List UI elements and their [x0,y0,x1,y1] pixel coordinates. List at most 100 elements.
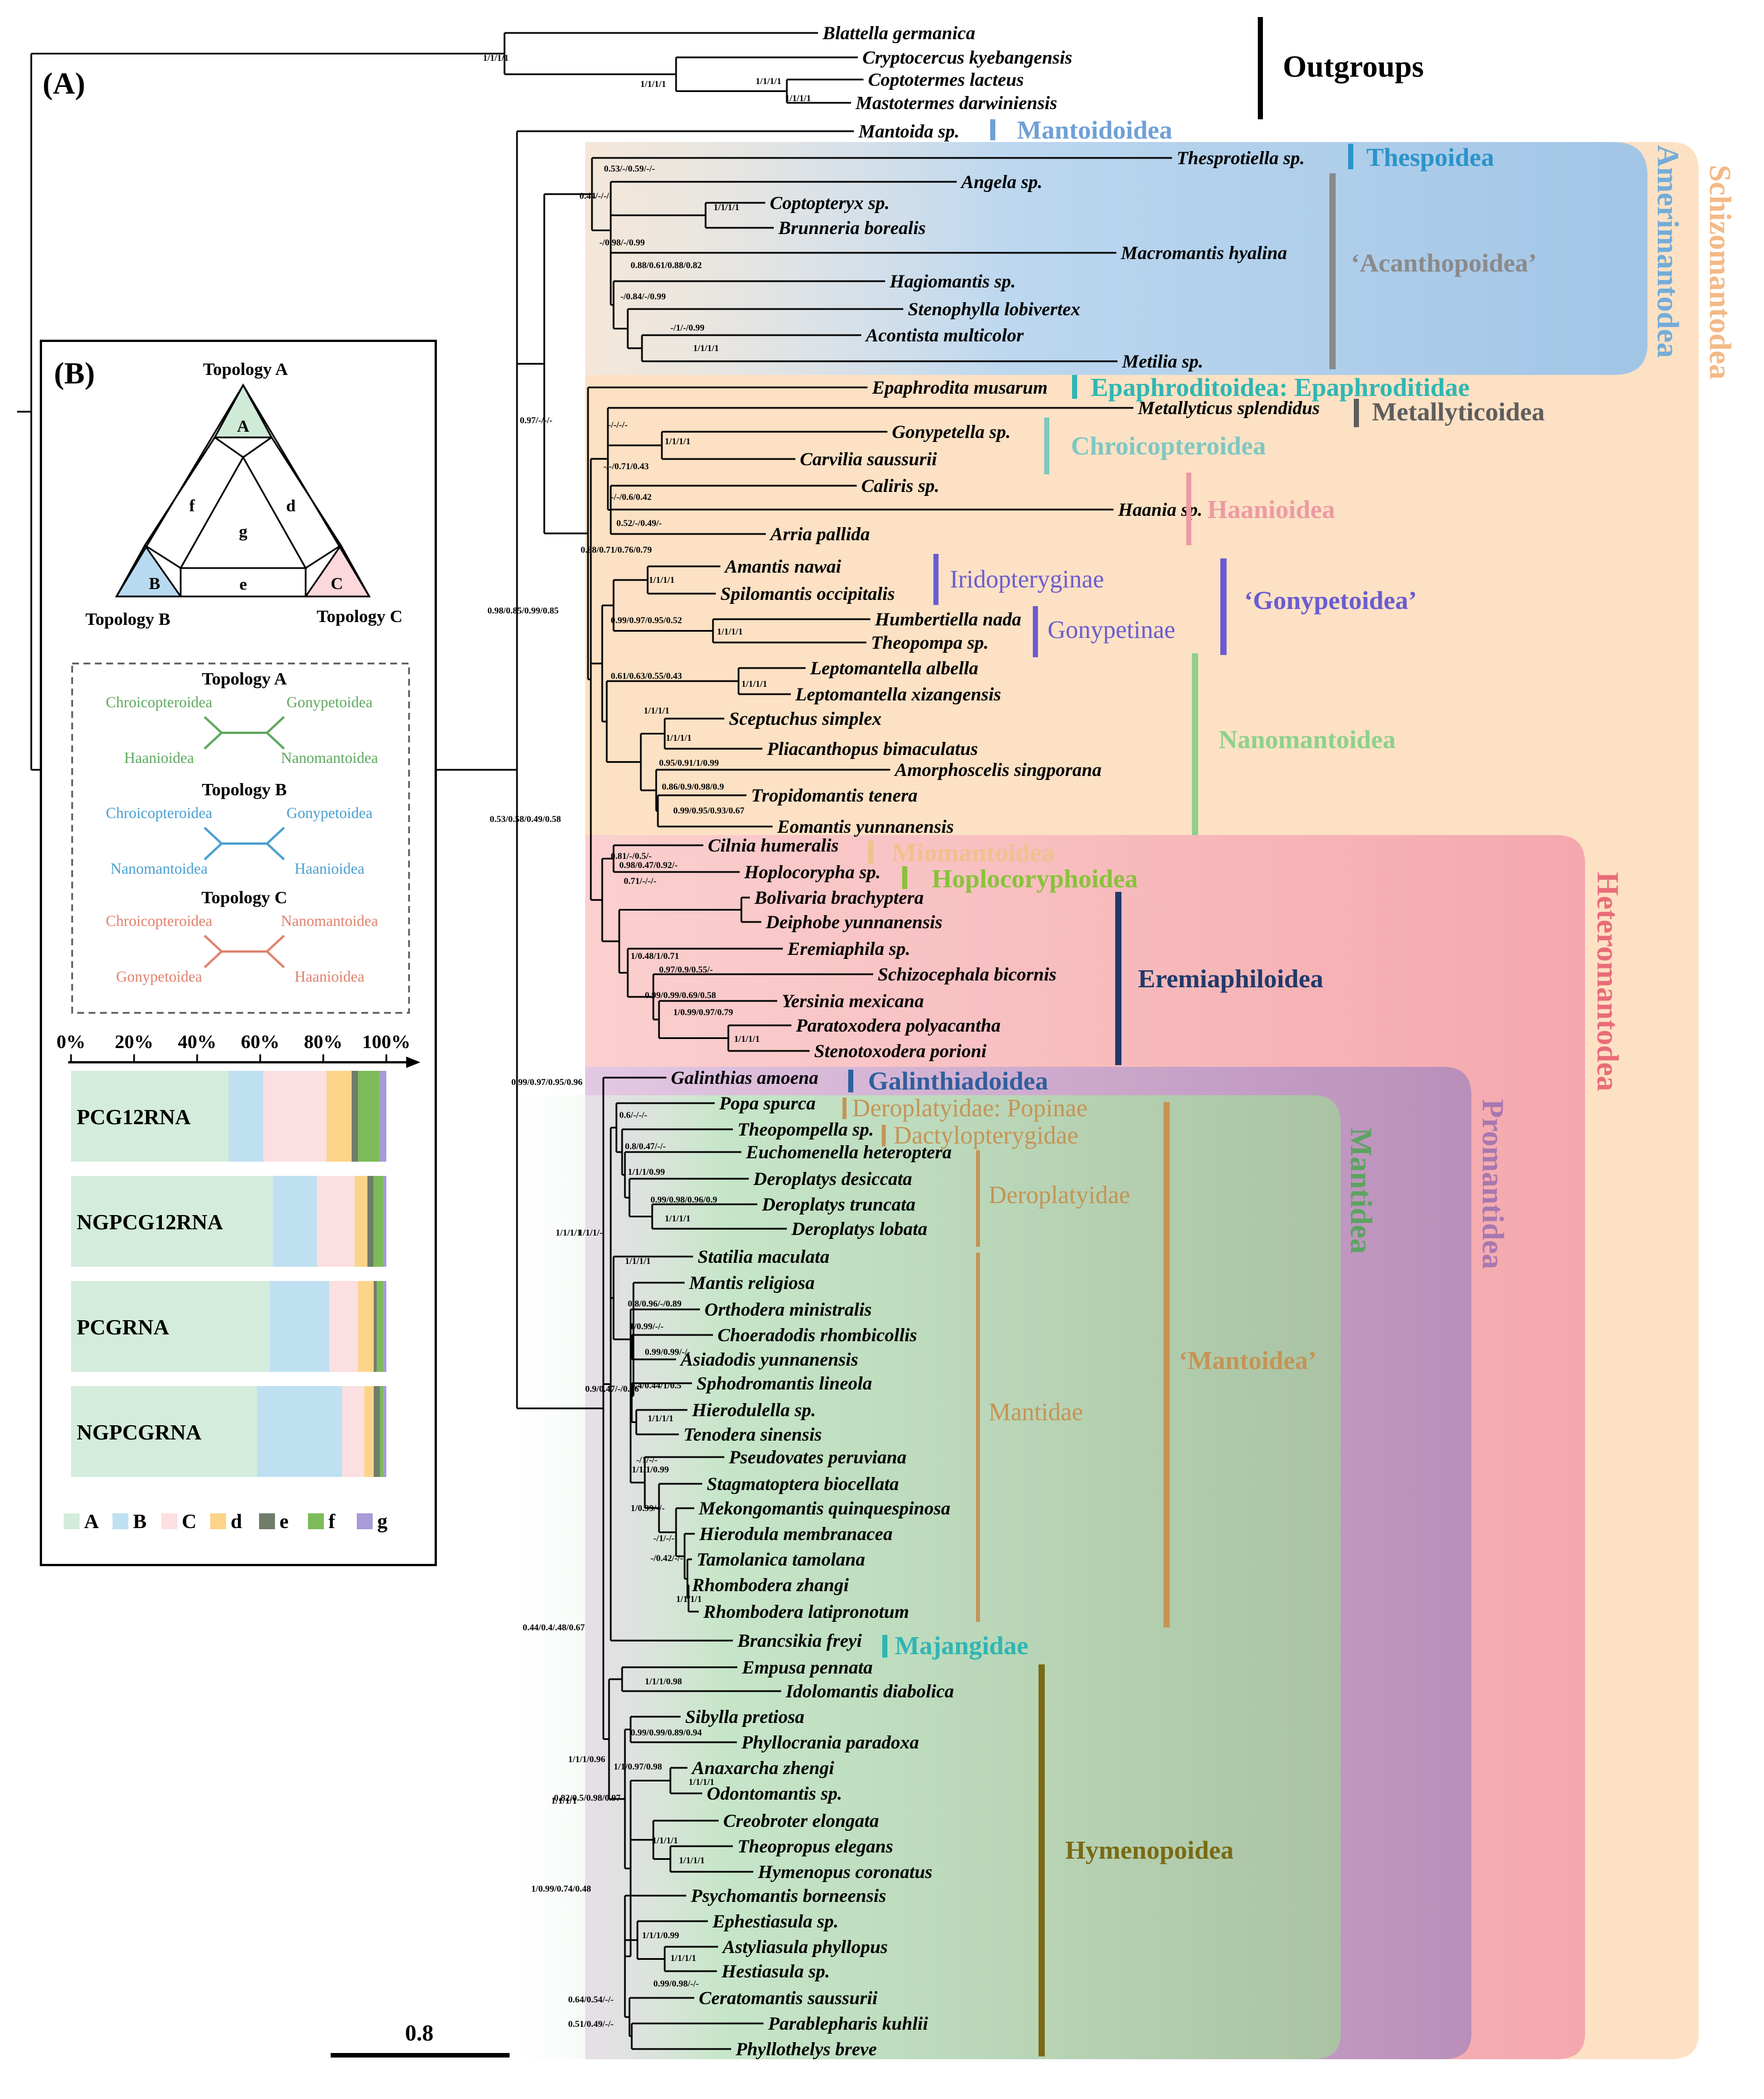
legend-label: C [182,1510,197,1533]
taxon-label: Tropidomantis tenera [751,786,918,806]
support-value: 0.6/-/-/- [619,1111,647,1120]
outgroups-bar [1258,17,1263,119]
taxon-label: Odontomantis sp. [707,1784,842,1804]
taxon-label: Anaxarcha zhengi [691,1758,835,1779]
taxon-label: Parablepharis kuhlii [768,2014,928,2034]
support-value: 1/1/1/0.96 [568,1755,605,1764]
taxon-label: Spilomantis occipitalis [720,584,895,604]
taxon-label: Stenophylla lobivertex [908,299,1080,320]
support-value: 1/1/1/0.99 [642,1931,679,1941]
region-A [213,383,273,439]
taxon-label: Mantis religiosa [689,1273,815,1293]
bar-segment-B [273,1176,317,1267]
support-value: 1/1/1/1 [741,679,767,689]
support-value: 0.9/0.47/-/0.96 [585,1384,639,1394]
support-value: 0.97/-/-/- [520,416,552,425]
scheme-taxon: Nanomantoidea [281,749,378,766]
miomantoidea-label: Miomantoidea [892,838,1054,867]
taxon-label: Mastotermes darwiniensis [855,93,1057,114]
region-label-f: f [189,496,195,515]
iridopteryginae-label: Iridopteryginae [950,565,1104,593]
iridopteryginae-bar [933,554,939,605]
support-value: 1/1/1/1 [714,203,739,212]
legend-label: A [84,1510,99,1533]
mantoidoidea-bar [990,119,995,140]
support-value: 0.99/0.99/0.89/0.94 [631,1728,702,1738]
taxon-label: Hagiomantis sp. [889,272,1016,292]
taxon-label: Orthodera ministralis [704,1300,871,1320]
scheme-taxon: Gonypetoidea [116,968,202,985]
x-tick-label: 0% [57,1032,86,1053]
outgroups-label: Outgroups [1283,49,1424,84]
taxon-label: Leptomantella xizangensis [795,685,1001,705]
heteromantodea-label: Heteromantodea [1591,872,1625,1091]
support-value: 1/1/1/1 [665,1214,690,1224]
taxon-label: Metilia sp. [1121,352,1203,372]
support-value: 1/1/1/1 [756,77,781,86]
support-value: -/1/-/- [636,1455,657,1465]
taxon-label: Hoplocorypha sp. [744,862,881,883]
topology-c-title: Topology C [316,606,402,626]
support-value: -/0.42/-/- [650,1554,683,1563]
taxon-label: Statilia maculata [698,1247,829,1267]
scheme-taxon: Gonypetoidea [286,804,372,821]
legend-label: e [280,1510,289,1533]
support-value: 1/1/1/1 [734,1034,760,1044]
eremiaphiloidea-label: Eremiaphiloidea [1138,964,1323,993]
region-label-e: e [239,575,247,594]
chroicopteroidea-label: Chroicopteroidea [1071,431,1266,460]
gonypetinae-bar [1033,606,1038,657]
topology-a-title: Topology A [203,359,288,379]
taxon-label: Blattella germanica [822,23,975,44]
taxon-label: Sphodromantis lineola [697,1374,872,1394]
support-value: 0.81/-/0.5/- [611,852,652,861]
support-value: 1/1/1/1 [648,1414,673,1424]
support-value: 1/1/1/0.98 [645,1677,682,1687]
bar-segment-C [330,1281,358,1372]
bar-segment-A [71,1281,270,1372]
support-value: 1/1/1/1 [483,53,508,63]
edge [144,437,216,546]
support-value: 0.98/0.85/0.99/0.85 [487,606,558,616]
region-label-A: A [237,417,249,436]
eremiaphiloidea-bar [1115,892,1121,1065]
scale-bar: 0.8 [331,2020,510,2058]
support-value: 1/0.48/1/0.71 [631,952,679,961]
majangidae-label: Majangidae [895,1631,1028,1660]
scale-bar-label: 0.8 [405,2020,433,2046]
deroplatyidae-label: Deroplatyidae [989,1181,1130,1209]
bar-segment-d [326,1071,352,1162]
bar-segment-g [383,1281,386,1372]
support-value: 1/1/1/1 [556,1228,581,1238]
taxon-label: Sceptuchus simplex [729,709,882,729]
bar-segment-C [342,1386,365,1477]
region-label-d: d [286,496,296,515]
support-value: 0.82/0.5/0.98/0.97 [554,1793,620,1803]
support-value: 1/0.99/-/- [631,1504,665,1513]
support-value: -/-/-/- [608,420,628,430]
taxon-label: Hierodula membranacea [699,1524,893,1545]
group-annotations: Outgroups Mantoidoidea Thespoidea ‘Acant… [843,17,1737,2056]
bar-segment-f [377,1281,383,1372]
haanioidea-bar [1186,473,1191,545]
edge [214,436,244,458]
support-value: 1/1/1/1 [679,1856,704,1866]
edge [305,544,341,569]
region-label-B: B [149,574,160,593]
support-value: 1/1/1/1 [665,437,690,446]
clade-backgrounds [511,142,1699,2059]
scheme-taxon: Chroicopteroidea [106,804,212,821]
panel-label-a: (A) [43,66,85,101]
support-value: 0.44/0.4/.48/0.67 [523,1623,585,1633]
epaphroditoidea-bar [1072,375,1077,399]
taxon-label: Astyliasula phyllopus [722,1937,888,1958]
hoplocoryphoidea-label: Hoplocoryphoidea [932,864,1138,893]
taxon-label: Sibylla pretiosa [685,1707,804,1727]
bar-segment-C [316,1176,355,1267]
taxon-label: Rhombodera zhangi [691,1575,849,1596]
support-value: 1/1/1/1 [666,733,691,743]
support-value: 0.99/0.99/0.69/0.58 [645,991,716,1000]
taxon-label: Popa spurca [719,1094,816,1114]
taxon-label: Hestiasula sp. [721,1962,830,1982]
scheme-title: Topology C [201,887,287,907]
